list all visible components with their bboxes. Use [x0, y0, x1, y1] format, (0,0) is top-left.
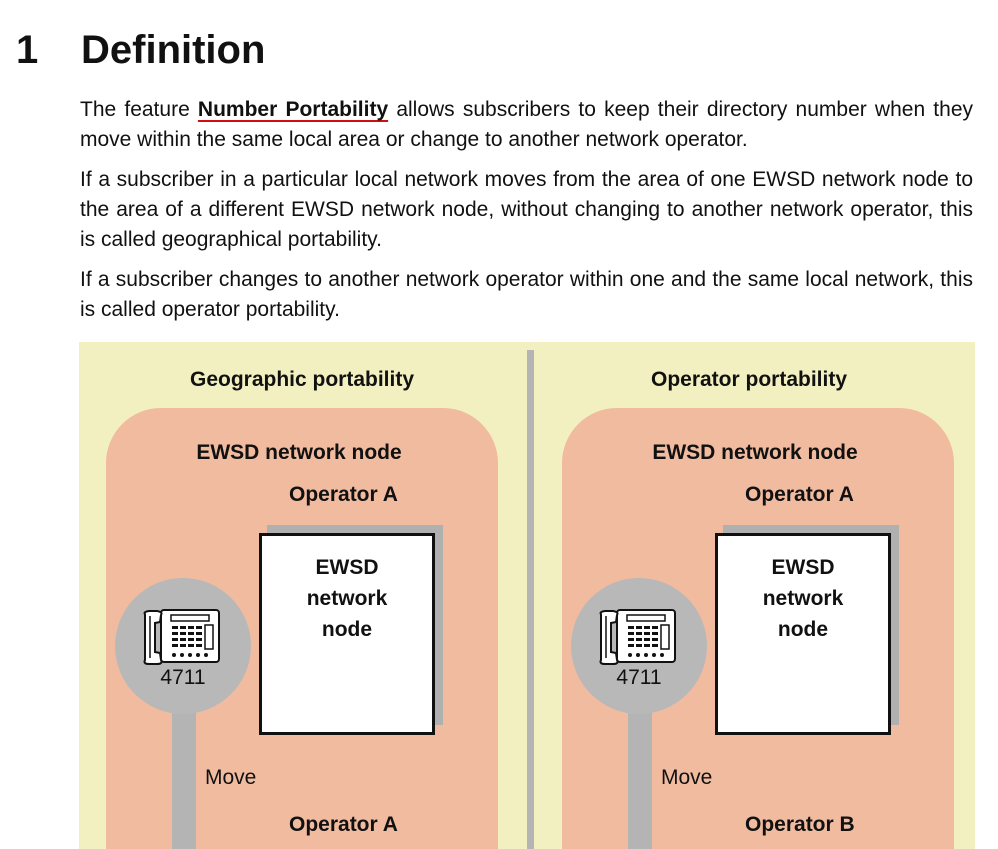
box-text-line: network — [762, 587, 844, 610]
ewsd-node-box: EWSD network node — [715, 533, 891, 735]
portability-diagram: Geographic portability EWSD network node… — [79, 342, 975, 849]
move-label: Move — [661, 766, 713, 789]
directory-number: 4711 — [616, 666, 662, 689]
subscriber-circle: 4711 — [115, 578, 251, 714]
node-area-label: EWSD network node — [196, 441, 402, 464]
panel-operator: Operator portability EWSD network node O… — [535, 342, 975, 849]
move-label: Move — [205, 766, 257, 789]
box-text-line: EWSD — [771, 556, 835, 579]
paragraph-text: allows subscribers to keep their directo… — [80, 98, 973, 151]
operator-label-bottom: Operator A — [289, 813, 398, 836]
operator-label-top: Operator A — [745, 483, 854, 506]
telephone-icon — [599, 609, 676, 665]
panel-geographic: Geographic portability EWSD network node… — [79, 342, 527, 849]
paragraph-geographical: If a subscriber in a particular local ne… — [80, 168, 973, 251]
paragraph-definition: The feature Number Portability allows su… — [80, 95, 973, 155]
box-text-line: network — [306, 587, 388, 610]
panel-divider — [527, 350, 534, 849]
ewsd-node-box: EWSD network node — [259, 533, 435, 735]
move-path — [628, 702, 652, 849]
box-text-line: EWSD — [315, 556, 379, 579]
panel-title: Geographic portability — [189, 368, 415, 391]
telephone-icon — [143, 609, 220, 665]
panel-title: Operator portability — [650, 368, 848, 391]
paragraph-operator: If a subscriber changes to another netwo… — [80, 268, 973, 321]
box-text-line: node — [321, 618, 373, 641]
directory-number: 4711 — [160, 666, 206, 689]
paragraph-text: The feature — [80, 98, 198, 121]
term-number-portability: Number Portability — [197, 98, 389, 121]
section-title: Definition — [81, 28, 266, 72]
node-area-label: EWSD network node — [652, 441, 858, 464]
section-number: 1 — [16, 28, 39, 72]
operator-label-top: Operator A — [289, 483, 398, 506]
box-text-line: node — [777, 618, 829, 641]
subscriber-circle: 4711 — [571, 578, 707, 714]
move-path — [172, 702, 196, 849]
operator-label-bottom: Operator B — [745, 813, 855, 836]
